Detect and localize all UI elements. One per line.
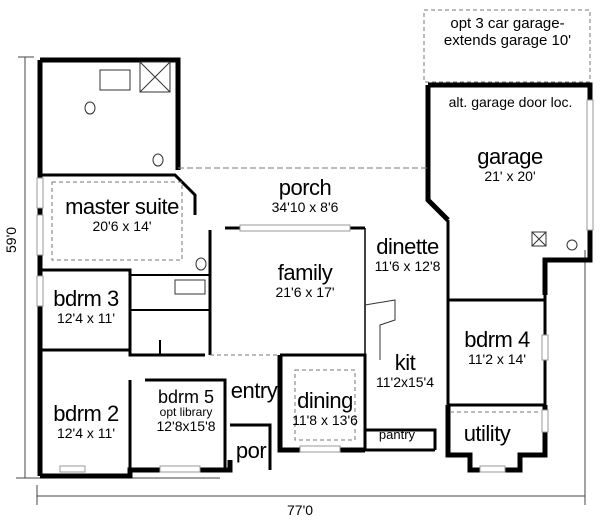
room-dimension: 11'6 x 12'8 — [374, 258, 441, 274]
room-name: bdrm 3 — [53, 286, 119, 311]
room-dinette: dinette 11'6 x 12'8 — [365, 234, 450, 274]
alt-garage-door-note: alt. garage door loc. — [448, 94, 573, 110]
room-name: kit — [394, 350, 416, 375]
room-porch: porch 34'10 x 8'6 — [245, 175, 365, 215]
room-bdrm-2: bdrm 2 12'4 x 11' — [45, 401, 127, 441]
room-subtitle: opt library — [159, 405, 213, 419]
room-dimension: 20'6 x 14' — [92, 218, 152, 234]
room-master-suite: master suite 20'6 x 14' — [52, 194, 192, 234]
opt-garage-note: opt 3 car garage- extends garage 10' — [440, 15, 575, 49]
room-name: bdrm 5 — [157, 387, 215, 407]
room-pantry: pantry — [378, 427, 416, 442]
room-name: master suite — [65, 194, 179, 219]
windows — [36, 99, 594, 473]
overall-width-label: 77'0 — [287, 502, 314, 518]
room-dimension: 21'6 x 17' — [275, 284, 335, 300]
room-name: family — [277, 260, 333, 285]
room-dimension: 12'4 x 11' — [56, 310, 116, 326]
room-utility: utility — [463, 421, 511, 446]
room-dimension: 12'8x15'8 — [156, 418, 216, 434]
room-dimension: 11'8 x 13'6 — [292, 412, 358, 428]
room-name: garage — [477, 144, 543, 169]
room-bdrm-5: bdrm 5 opt library 12'8x15'8 — [148, 388, 224, 433]
room-dimension: 11'2x15'4 — [375, 374, 435, 390]
room-dimension: 12'4 x 11' — [56, 425, 116, 441]
room-dimension: 11'2 x 14' — [467, 351, 527, 367]
room-entry: entry — [230, 378, 278, 403]
opt-garage-note-line1: opt 3 car garage- — [450, 15, 565, 32]
room-dimension: 21' x 20' — [484, 168, 536, 184]
room-kitchen: kit 11'2x15'4 — [365, 350, 445, 390]
room-name: bdrm 2 — [53, 401, 119, 426]
opt-garage-note-line2: extends garage 10' — [443, 32, 572, 49]
room-garage: garage 21' x 20' — [460, 144, 560, 184]
room-dining: dining 11'8 x 13'6 — [285, 388, 365, 428]
room-name: dinette — [376, 234, 439, 259]
fixtures — [84, 61, 578, 360]
room-family: family 21'6 x 17' — [250, 260, 360, 300]
room-name: porch — [278, 175, 332, 200]
room-name: dining — [297, 388, 353, 413]
room-porch-small: por — [235, 438, 267, 463]
room-bdrm-4: bdrm 4 11'2 x 14' — [452, 327, 542, 367]
room-name: bdrm 4 — [464, 327, 530, 352]
overall-depth-label: 59'0 — [3, 226, 19, 253]
room-dimension: 34'10 x 8'6 — [271, 199, 339, 215]
room-bdrm-3: bdrm 3 12'4 x 11' — [45, 286, 127, 326]
